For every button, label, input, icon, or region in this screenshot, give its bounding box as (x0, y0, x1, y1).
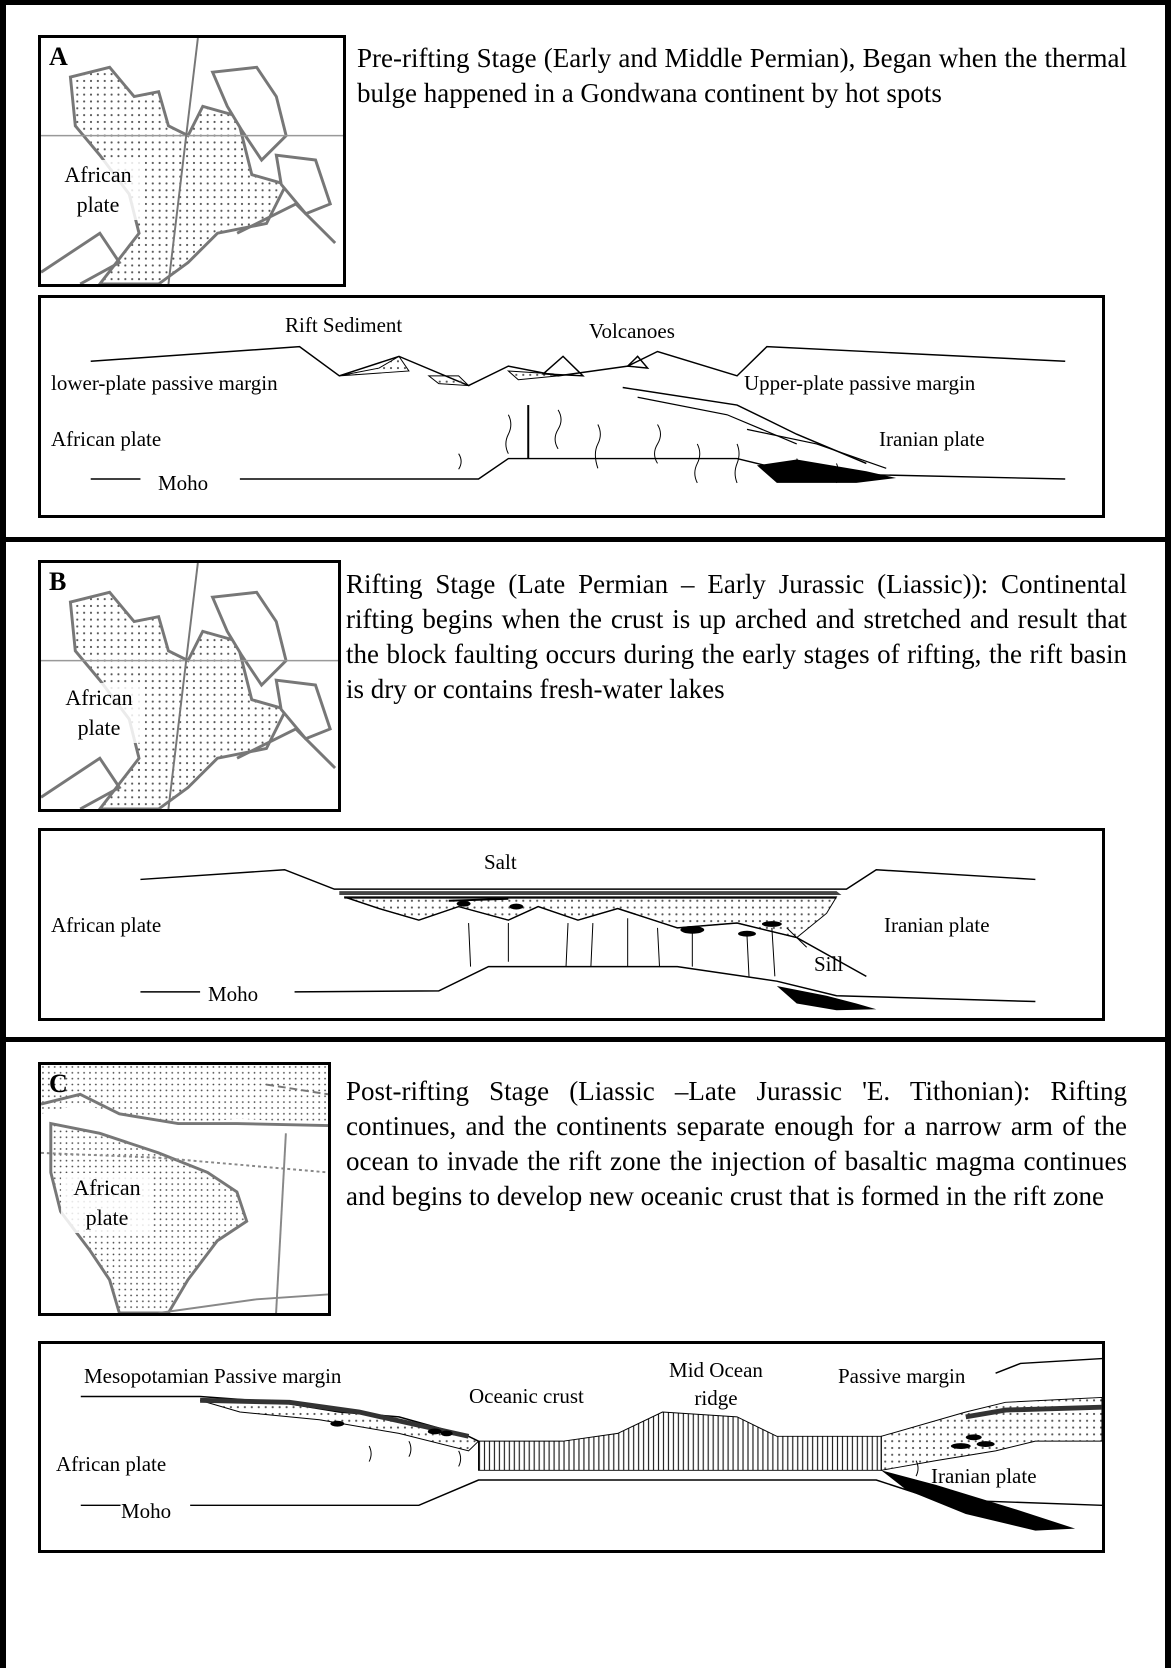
panel-letter: A (49, 42, 68, 72)
map-label-african-plate: African plate (51, 160, 145, 220)
panel-separator (0, 1037, 1171, 1042)
panel-separator (0, 537, 1171, 542)
label-moho: Moho (121, 1499, 171, 1523)
label-oceanic-crust: Oceanic crust (469, 1384, 584, 1408)
stage-description: Post-rifting Stage (Liassic –Late Jurass… (346, 1074, 1127, 1214)
label-iranian-plate: Iranian plate (879, 427, 985, 451)
label-mesopotamian-margin: Mesopotamian Passive margin (84, 1364, 341, 1388)
label-iranian-plate: Iranian plate (884, 913, 990, 937)
panel-a-cross-section: Rift Sediment Volcanoes lower-plate pass… (38, 295, 1105, 518)
label-moho: Moho (208, 982, 258, 1006)
label-sill: Sill (814, 952, 843, 976)
panel-b-map: B African plate (38, 560, 341, 812)
panel-letter: B (49, 567, 66, 597)
label-african-plate: African plate (51, 427, 161, 451)
panel-letter: C (49, 1069, 68, 1099)
label-moho: Moho (158, 471, 208, 495)
stage-description: Pre-rifting Stage (Early and Middle Perm… (357, 41, 1127, 111)
panel-b-cross-section: Salt African plate Iranian plate Sill Mo… (38, 828, 1105, 1021)
label-passive-margin: Passive margin (838, 1364, 965, 1388)
label-rift-sediment: Rift Sediment (285, 313, 402, 337)
label-iranian-plate: Iranian plate (931, 1464, 1037, 1488)
panel-c-cross-section: Mesopotamian Passive margin Oceanic crus… (38, 1341, 1105, 1553)
label-volcanoes: Volcanoes (589, 319, 675, 343)
label-african-plate: African plate (51, 913, 161, 937)
label-upper-plate-margin: Upper-plate passive margin (744, 371, 975, 395)
map-label-african-plate: African plate (61, 1173, 153, 1233)
panel-c-map: C African plate (38, 1062, 331, 1316)
panel-a-map: A African plate (38, 35, 346, 287)
stage-description: Rifting Stage (Late Permian – Early Jura… (346, 567, 1127, 707)
map-label-african-plate: African plate (53, 683, 145, 743)
label-mid-ocean-ridge: Mid Ocean ridge (656, 1356, 776, 1412)
label-lower-plate-margin: lower-plate passive margin (51, 371, 278, 395)
label-salt: Salt (484, 850, 517, 874)
label-african-plate: African plate (56, 1452, 166, 1476)
